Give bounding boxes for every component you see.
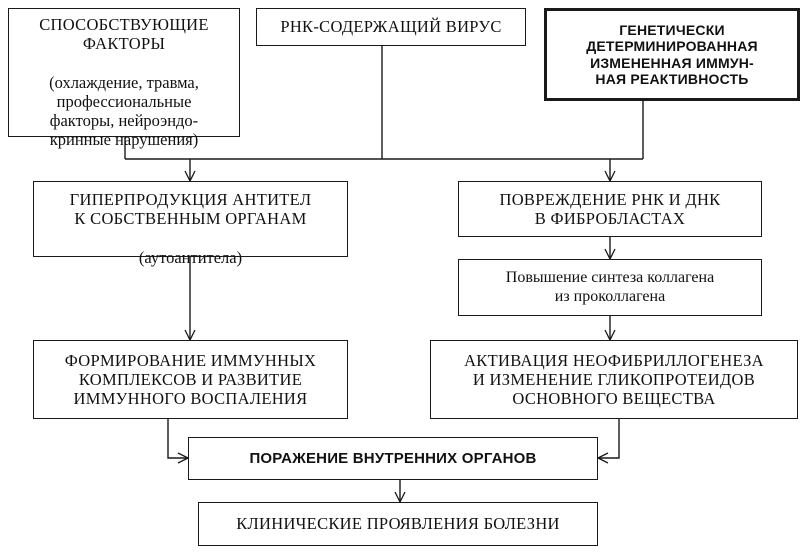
- organs-label: ПОРАЖЕНИЕ ВНУТРЕННИХ ОРГАНОВ: [249, 449, 537, 467]
- node-antibody-hyperproduction: ГИПЕРПРОДУКЦИЯ АНТИТЕЛ К СОБСТВЕННЫМ ОРГ…: [33, 181, 348, 267]
- damage-label: ПОВРЕЖДЕНИЕ РНК И ДНК В ФИБРОБЛАСТАХ: [499, 189, 721, 228]
- node-internal-organ-damage: ПОРАЖЕНИЕ ВНУТРЕННИХ ОРГАНОВ: [188, 437, 598, 480]
- node-rna-virus: РНК-СОДЕРЖАЩИЙ ВИРУС: [256, 8, 526, 46]
- virus-label: РНК-СОДЕРЖАЩИЙ ВИРУС: [280, 17, 502, 37]
- genetic-label: ГЕНЕТИЧЕСКИ ДЕТЕРМИНИРОВАННАЯ ИЗМЕНЕННАЯ…: [586, 21, 758, 87]
- antibodies-detail: (аутоантитела): [138, 247, 243, 267]
- clinical-label: КЛИНИЧЕСКИЕ ПРОЯВЛЕНИЯ БОЛЕЗНИ: [236, 514, 560, 534]
- collagen-label: Повышение синтеза коллагена из проколлаг…: [505, 268, 715, 305]
- complexes-label: ФОРМИРОВАНИЕ ИММУННЫХ КОМПЛЕКСОВ И РАЗВИ…: [64, 350, 317, 409]
- antibodies-title: ГИПЕРПРОДУКЦИЯ АНТИТЕЛ К СОБСТВЕННЫМ ОРГ…: [69, 190, 312, 229]
- arrow-activation-to-organs: [598, 419, 620, 458]
- node-contributing-factors: СПОСОБСТВУЮЩИЕ ФАКТОРЫ (охлаждение, трав…: [8, 8, 240, 149]
- node-collagen-synthesis: Повышение синтеза коллагена из проколлаг…: [458, 259, 762, 316]
- arrow-complexes-to-organs: [167, 419, 188, 458]
- node-immune-complexes: ФОРМИРОВАНИЕ ИММУННЫХ КОМПЛЕКСОВ И РАЗВИ…: [33, 340, 348, 419]
- node-neofibrillogenesis: АКТИВАЦИЯ НЕОФИБРИЛЛОГЕНЕЗА И ИЗМЕНЕНИЕ …: [430, 340, 798, 419]
- node-clinical-manifestations: КЛИНИЧЕСКИЕ ПРОЯВЛЕНИЯ БОЛЕЗНИ: [198, 502, 598, 546]
- activation-label: АКТИВАЦИЯ НЕОФИБРИЛЛОГЕНЕЗА И ИЗМЕНЕНИЕ …: [464, 350, 764, 409]
- factors-detail: (охлаждение, травма, профессиональные фа…: [49, 72, 199, 150]
- factors-title: СПОСОБСТВУЮЩИЕ ФАКТОРЫ: [39, 14, 209, 53]
- node-rna-dna-damage: ПОВРЕЖДЕНИЕ РНК И ДНК В ФИБРОБЛАСТАХ: [458, 181, 762, 237]
- node-genetic-reactivity: ГЕНЕТИЧЕСКИ ДЕТЕРМИНИРОВАННАЯ ИЗМЕНЕННАЯ…: [544, 8, 800, 101]
